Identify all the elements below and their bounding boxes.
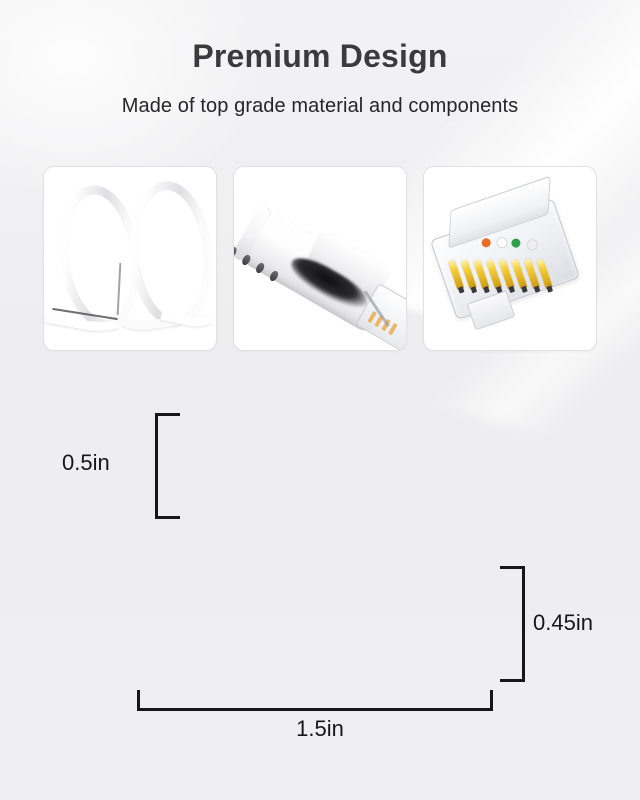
page-subtitle: Made of top grade material and component…: [121, 95, 519, 117]
feature-card-rj45-gold-pins: [423, 166, 597, 351]
feature-card-flat-cable-loops: [43, 166, 217, 351]
dimension-bracket-length-15in: [137, 690, 493, 711]
flat-cable-loops-illustration: [44, 167, 216, 350]
page-title: Premium Design: [192, 38, 448, 74]
feature-card-row: [43, 166, 597, 351]
connector-boot-illustration: [234, 167, 406, 350]
rj45-plug-illustration: [424, 167, 596, 350]
feature-card-connector-boot: [233, 166, 407, 351]
dimension-label-05in: 0.5in: [62, 450, 110, 475]
dimension-label-045in: 0.45in: [533, 610, 593, 635]
dimension-bracket-height-05in: [155, 413, 180, 519]
dimension-label-15in: 1.5in: [296, 716, 344, 741]
dimension-bracket-height-045in: [500, 566, 525, 682]
diagram-top-view: [0, 545, 640, 745]
